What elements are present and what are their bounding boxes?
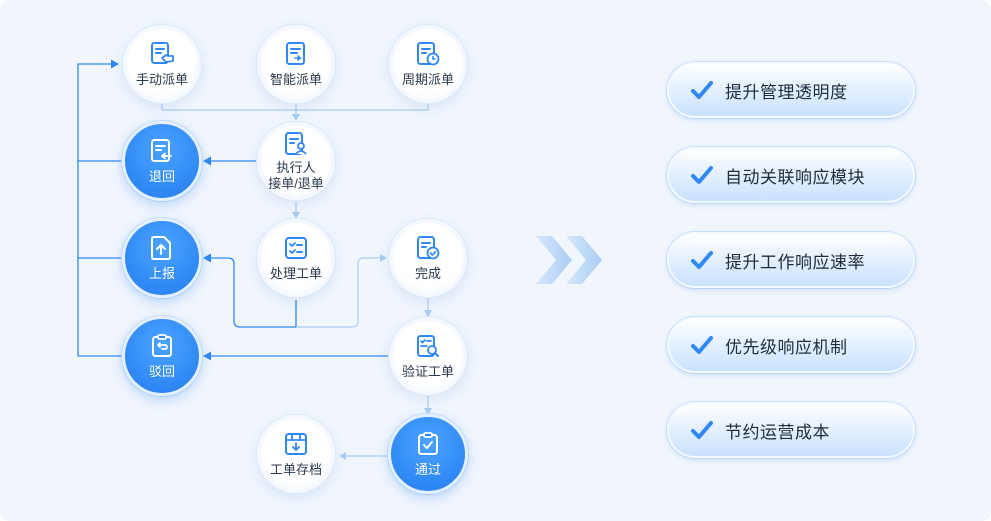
benefit-label: 自动关联响应模块 [725,167,865,187]
checkmark-icon [691,336,713,354]
upload-document-icon [151,235,171,260]
archive-box-icon [285,432,307,455]
connector-process-to-complete [296,254,387,328]
checkmark-icon [691,421,713,439]
node-label: 处理工单 [269,265,322,281]
search-checklist-icon [417,334,439,357]
node-process: 处理工单 [256,218,336,298]
node-label-line2: 接单/退单 [268,175,324,191]
smart-document-icon [286,41,305,65]
person-document-icon [285,131,307,155]
benefit-item: 节约运营成本 [667,402,915,458]
node-label: 智能派单 [269,71,322,87]
node-archive: 工单存档 [256,414,336,494]
node-label: 周期派单 [401,71,454,87]
node-label: 通过 [414,461,441,477]
node-verify: 验证工单 [388,316,468,396]
node-periodic-dispatch: 周期派单 [388,24,468,104]
benefit-label: 提升工作响应速率 [725,252,865,272]
return-document-icon [151,138,172,162]
checklist-icon [285,236,307,259]
node-label: 上报 [148,265,175,281]
connector-process-to-report [203,253,297,328]
node-label: 验证工单 [401,363,454,379]
benefit-item: 提升管理透明度 [667,62,915,118]
node-reject: 驳回 [122,316,202,396]
checkmark-icon [691,81,713,99]
node-label-line1: 执行人 [276,159,316,175]
benefit-item: 优先级响应机制 [667,317,915,373]
connector-dispatch-merge [161,104,429,111]
node-label: 工单存档 [269,461,322,477]
checkmark-icon [691,166,713,184]
node-label: 手动派单 [135,71,188,87]
clipboard-check-icon [418,431,438,455]
node-pass: 通过 [388,414,468,494]
node-smart-dispatch: 智能派单 [256,24,336,104]
node-return: 退回 [122,121,202,201]
node-manual-dispatch: 手动派单 [122,24,202,104]
double-chevron-right-icon [536,236,602,284]
benefit-label: 提升管理透明度 [725,82,848,102]
node-complete: 完成 [388,218,468,298]
clipboard-reject-icon [152,333,172,357]
benefit-item: 自动关联响应模块 [667,147,915,203]
clock-document-icon [417,41,440,65]
hand-document-icon [151,41,174,64]
checkmark-icon [691,251,713,269]
benefit-label: 优先级响应机制 [725,337,848,357]
connector-left-loop [77,59,122,357]
check-document-icon [417,235,440,259]
node-executor: 执行人 接单/退单 [256,121,336,201]
node-report: 上报 [122,218,202,298]
benefit-label: 节约运营成本 [725,422,830,442]
node-label: 退回 [148,168,175,184]
node-label: 完成 [414,265,441,281]
node-label: 驳回 [148,363,175,379]
benefit-item: 提升工作响应速率 [667,232,915,288]
